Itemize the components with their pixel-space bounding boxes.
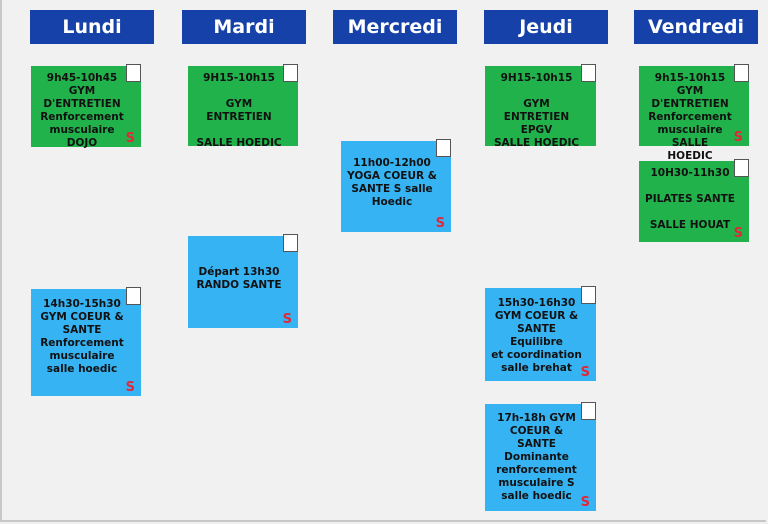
card-text: 17h-18h GYM COEUR & SANTE Dominante renf… <box>496 412 577 502</box>
activity-card-vendredi-2[interactable]: 10H30-11h30 PILATES SANTE SALLE HOUAT S <box>639 159 749 242</box>
card-text: Départ 13h30 RANDO SANTE <box>196 266 282 291</box>
s-mark: S <box>733 130 743 145</box>
activity-card-jeudi-2[interactable]: 15h30-16h30 GYM COEUR & SANTE Equilibre … <box>485 286 596 381</box>
card-checkbox[interactable] <box>581 402 596 420</box>
activity-card-mardi-1[interactable]: 9H15-10h15 GYM ENTRETIEN SALLE HOEDIC <box>188 64 298 149</box>
card-text: 9H15-10h15 GYM ENTRETIEN SALLE HOEDIC <box>196 72 282 149</box>
day-header-lundi: Lundi <box>30 10 154 44</box>
activity-card-lundi-1[interactable]: 9h45-10h45 GYM D'ENTRETIEN Renforcement … <box>31 64 141 149</box>
s-mark: S <box>580 495 590 510</box>
s-mark: S <box>125 380 135 395</box>
card-checkbox[interactable] <box>436 139 451 157</box>
card-checkbox[interactable] <box>126 287 141 305</box>
activity-card-vendredi-1[interactable]: 9h15-10h15 GYM D'ENTRETIEN Renforcement … <box>639 64 749 162</box>
s-mark: S <box>282 312 292 327</box>
activity-card-mercredi-1[interactable]: 11h00-12h00 YOGA COEUR & SANTE S salle H… <box>341 139 451 232</box>
card-checkbox[interactable] <box>581 286 596 304</box>
card-checkbox[interactable] <box>734 159 749 177</box>
activity-card-mardi-2[interactable]: Départ 13h30 RANDO SANTE S <box>188 234 298 328</box>
card-checkbox[interactable] <box>734 64 749 82</box>
activity-card-lundi-2[interactable]: 14h30-15h30 GYM COEUR & SANTE Renforceme… <box>31 287 141 396</box>
card-text: 15h30-16h30 GYM COEUR & SANTE Equilibre … <box>491 297 582 374</box>
card-checkbox[interactable] <box>126 64 141 82</box>
card-text: 14h30-15h30 GYM COEUR & SANTE Renforceme… <box>40 298 124 375</box>
card-text: 10H30-11h30 PILATES SANTE SALLE HOUAT <box>645 167 735 231</box>
card-text: 11h00-12h00 YOGA COEUR & SANTE S salle H… <box>347 157 437 208</box>
card-text: 9H15-10h15 GYM ENTRETIEN EPGV SALLE HOED… <box>493 72 580 149</box>
card-text: 9h15-10h15 GYM D'ENTRETIEN Renforcement … <box>648 72 732 162</box>
activity-card-jeudi-3[interactable]: 17h-18h GYM COEUR & SANTE Dominante renf… <box>485 402 596 511</box>
s-mark: S <box>733 226 743 241</box>
card-checkbox[interactable] <box>283 64 298 82</box>
activity-card-jeudi-1[interactable]: 9H15-10h15 GYM ENTRETIEN EPGV SALLE HOED… <box>485 64 596 149</box>
day-header-mercredi: Mercredi <box>333 10 457 44</box>
s-mark: S <box>125 131 135 146</box>
day-header-jeudi: Jeudi <box>484 10 608 44</box>
card-text: 9h45-10h45 GYM D'ENTRETIEN Renforcement … <box>40 72 124 149</box>
s-mark: S <box>435 216 445 231</box>
day-header-mardi: Mardi <box>182 10 306 44</box>
card-checkbox[interactable] <box>581 64 596 82</box>
day-header-vendredi: Vendredi <box>634 10 758 44</box>
s-mark: S <box>580 365 590 380</box>
card-checkbox[interactable] <box>283 234 298 252</box>
